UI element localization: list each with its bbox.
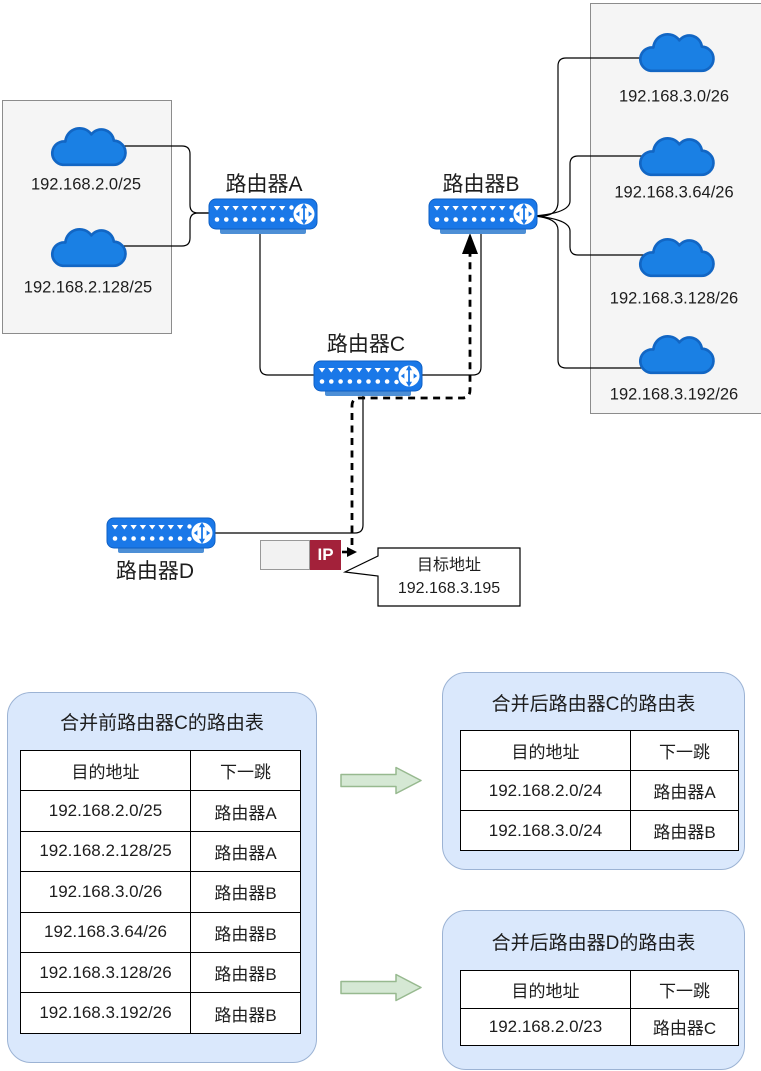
cloud-icon-192-168-3-128 (638, 237, 715, 278)
cloud-icon-192-168-3-0 (638, 32, 715, 73)
cell-next-hop: 路由器A (190, 790, 301, 832)
cell-destination: 192.168.3.64/26 (20, 911, 191, 953)
table-header-row: 目的地址 下一跳 (20, 749, 301, 792)
col-header-next-hop: 下一跳 (630, 730, 739, 771)
network-label: 192.168.3.192/26 (609, 385, 739, 404)
connector-lines-layer (118, 57, 652, 607)
col-header-destination: 目的地址 (460, 730, 631, 771)
table-header-row: 目的地址 下一跳 (460, 970, 739, 1009)
link-routerB-cloud3-192 (533, 215, 652, 369)
cell-destination: 192.168.2.0/25 (20, 790, 191, 832)
router-a-label: 路由器A (225, 173, 303, 196)
network-label: 192.168.3.0/26 (618, 87, 730, 106)
link-cloud2-0-routerA (118, 145, 212, 214)
network-label: 192.168.3.64/26 (614, 183, 734, 202)
link-routerB-cloud3-64 (533, 155, 650, 217)
packet-ip-header-box: IP (310, 540, 341, 570)
cell-destination: 192.168.3.192/26 (20, 992, 191, 1034)
merge-arrow-icon (340, 973, 422, 1002)
network-label: 192.168.2.128/25 (23, 278, 153, 297)
packet-path (342, 233, 478, 557)
packet-path-arrowhead-icon (462, 233, 478, 254)
network-label: 192.168.3.128/26 (609, 289, 739, 308)
table-header-row: 目的地址 下一跳 (460, 730, 739, 771)
cell-next-hop: 路由器B (190, 951, 301, 994)
solid-links (118, 57, 652, 534)
cloud-icon-192-168-3-192 (638, 334, 715, 375)
router-b-label: 路由器B (442, 173, 520, 196)
link-routerB-cloud3-128 (533, 215, 652, 256)
router-d-label: 路由器D (115, 560, 195, 583)
router-icon-d (106, 517, 216, 553)
cloud-icon-192-168-2-0 (50, 126, 127, 167)
merge-arrow-icon (340, 766, 422, 795)
router-icon-b (428, 198, 538, 234)
col-header-destination: 目的地址 (460, 970, 631, 1009)
callout-bubble (342, 547, 521, 607)
cell-destination: 192.168.3.128/26 (20, 951, 191, 994)
packet-dashed-path (350, 252, 472, 545)
col-header-next-hop: 下一跳 (630, 970, 739, 1009)
link-routerD-routerC (209, 390, 364, 534)
link-routerA-routerC (259, 231, 315, 376)
cell-next-hop: 路由器B (630, 810, 739, 851)
cell-next-hop: 路由器B (190, 911, 301, 953)
link-cloud2-128-routerA (118, 212, 212, 247)
network-label: 192.168.2.0/25 (30, 175, 142, 194)
col-header-destination: 目的地址 (20, 749, 191, 792)
cell-next-hop: 路由器C (630, 1007, 739, 1046)
cell-destination: 192.168.2.0/24 (460, 770, 631, 811)
cell-destination: 192.168.3.0/26 (20, 871, 191, 913)
cell-next-hop: 路由器B (190, 992, 301, 1034)
cell-next-hop: 路由器A (630, 770, 739, 811)
cloud-icon-192-168-2-128 (50, 227, 127, 268)
packet-start-arrowhead-icon (347, 547, 357, 557)
packet-payload-box (260, 540, 310, 570)
cloud-icon-192-168-3-64 (638, 136, 715, 177)
panel-before-router-c-title: 合并前路由器C的路由表 (60, 713, 264, 734)
cell-destination: 192.168.2.0/23 (460, 1007, 631, 1046)
panel-after-router-d-title: 合并后路由器D的路由表 (491, 933, 696, 954)
destination-callout-address: 192.168.3.195 (397, 580, 501, 597)
router-icon-c (313, 360, 423, 396)
cell-destination: 192.168.3.0/24 (460, 810, 631, 851)
col-header-next-hop: 下一跳 (190, 749, 301, 792)
destination-callout: 目标地址 192.168.3.195 (378, 549, 520, 605)
link-routerC-routerB (417, 232, 482, 376)
destination-callout-title: 目标地址 (416, 556, 481, 574)
router-c-label: 路由器C (326, 333, 406, 356)
router-icon-a (208, 198, 318, 234)
cell-destination: 192.168.2.128/25 (20, 830, 191, 873)
cell-next-hop: 路由器B (190, 871, 301, 913)
panel-after-router-c-title: 合并后路由器C的路由表 (491, 694, 696, 715)
cell-next-hop: 路由器A (190, 830, 301, 873)
